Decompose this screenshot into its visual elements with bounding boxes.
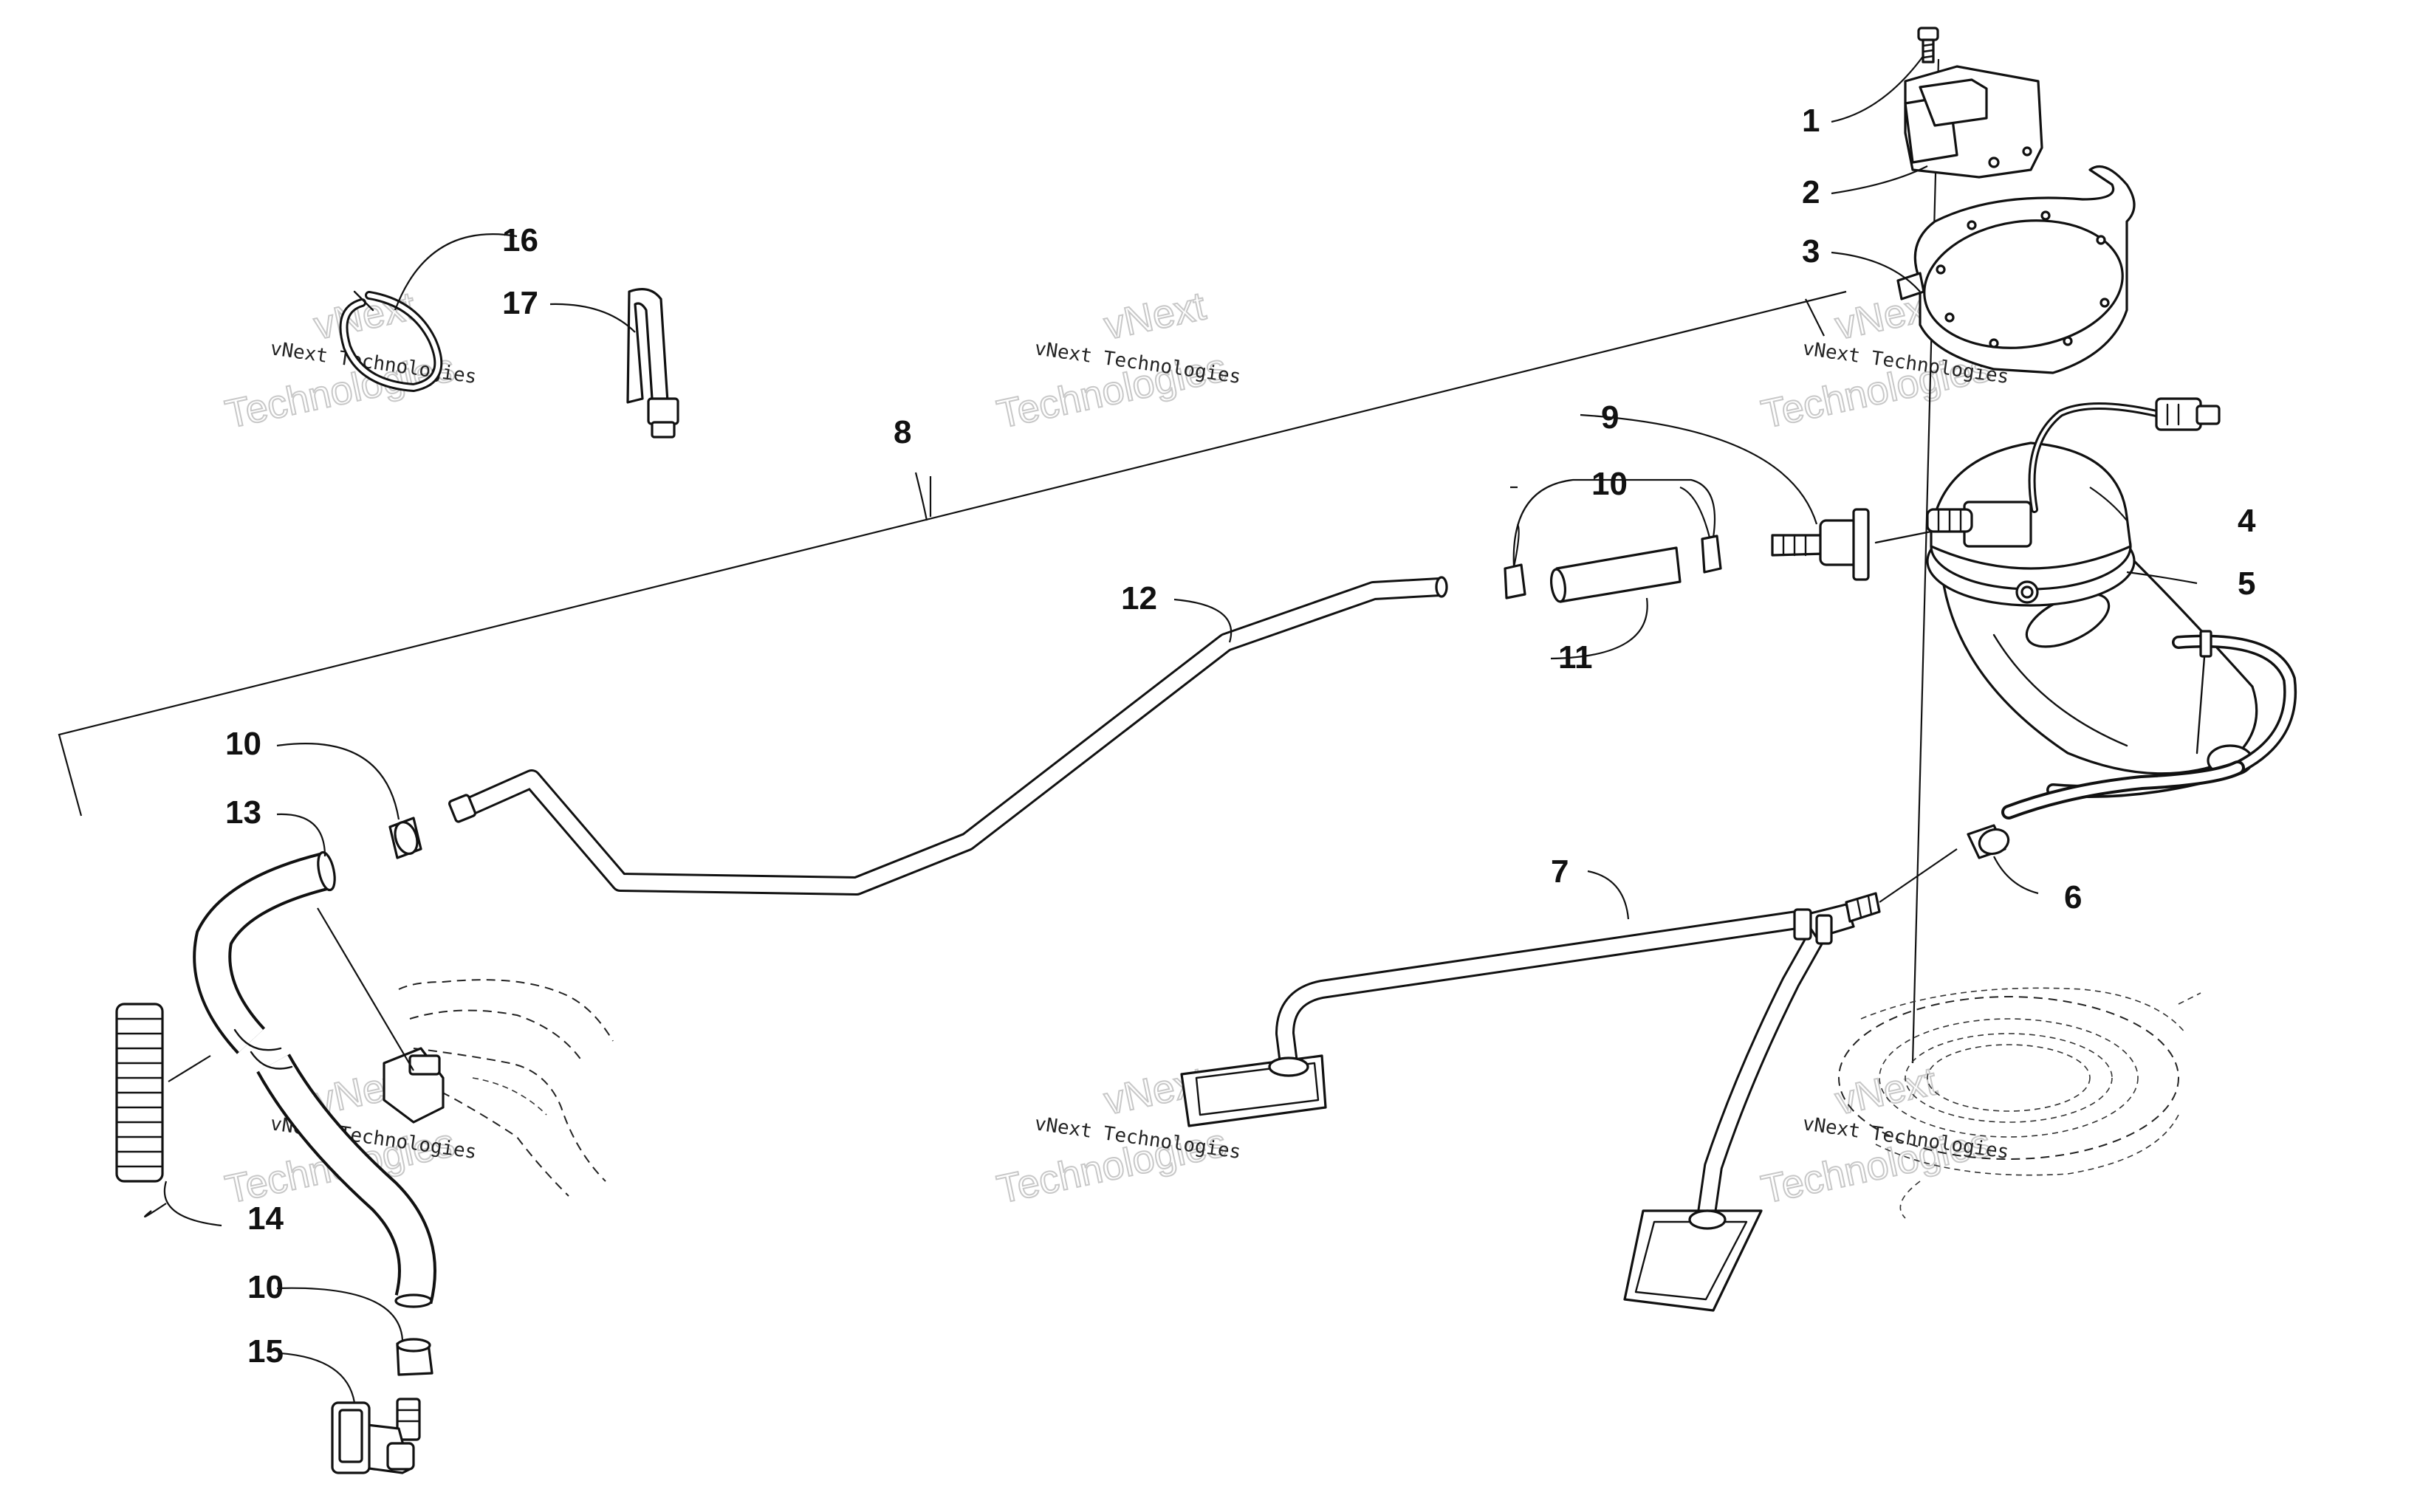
part-4-5-fuel-pump-assembly bbox=[1926, 397, 2297, 798]
leader-part-14 bbox=[163, 1181, 222, 1227]
part-10-clamp-top-right bbox=[1701, 535, 1722, 574]
part-7-vent-line bbox=[1180, 848, 1958, 1312]
dashed-tank-opening bbox=[1838, 987, 2201, 1219]
leader-part-10-top bbox=[1512, 478, 1716, 568]
callout-9: 9 bbox=[1601, 399, 1619, 436]
part-10-clamp-top-left bbox=[1504, 563, 1526, 599]
dashed-engine-context bbox=[317, 907, 614, 1197]
part-3-mounting-plate bbox=[1896, 165, 2136, 374]
callout-3: 3 bbox=[1802, 233, 1820, 269]
callout-15: 15 bbox=[247, 1333, 284, 1370]
part-9-quick-connector bbox=[1771, 508, 1933, 581]
part-11-short-hose bbox=[1549, 546, 1682, 603]
callout-4: 4 bbox=[2238, 503, 2256, 539]
part-6-hose-clamp bbox=[1967, 760, 2245, 859]
callout-12: 12 bbox=[1121, 580, 1157, 616]
callout-11: 11 bbox=[1558, 639, 1593, 676]
callout-8: 8 bbox=[894, 414, 911, 450]
leader-lines bbox=[144, 55, 2198, 1403]
callout-16: 16 bbox=[502, 222, 538, 258]
part-17-cable-clip bbox=[626, 288, 679, 439]
assembly-bracket-tick bbox=[1805, 298, 1825, 337]
part-16-spring-clip bbox=[339, 290, 443, 393]
callout-7: 7 bbox=[1551, 853, 1569, 890]
watermark-word: vNext bbox=[1831, 1059, 1941, 1123]
leader-part-8 bbox=[914, 472, 928, 521]
part-12-fuel-line bbox=[455, 576, 1448, 896]
callout-labels: 1 2 3 4 5 6 7 8 9 10 10 10 11 12 13 14 1… bbox=[225, 103, 2256, 1370]
assembly-bracket-line bbox=[58, 290, 1847, 817]
part-1-screw bbox=[1917, 27, 1939, 63]
callout-10-top: 10 bbox=[1591, 466, 1628, 502]
watermark-bottom-right: vNext Technologies vNext Technologies bbox=[1757, 1058, 2010, 1212]
part-2-sensor-bracket bbox=[1904, 65, 2043, 179]
callout-1: 1 bbox=[1802, 103, 1820, 139]
part-10-clamp-bottom bbox=[396, 1338, 433, 1376]
part-12-end-fitting bbox=[448, 794, 476, 823]
watermark-top-middle: vNext Technologies vNext Technologies bbox=[993, 283, 1242, 437]
callout-5: 5 bbox=[2238, 566, 2255, 602]
callout-14: 14 bbox=[247, 1200, 284, 1237]
part-14-hose-sleeve bbox=[115, 1003, 211, 1183]
callout-17: 17 bbox=[502, 285, 538, 321]
callout-2: 2 bbox=[1802, 174, 1820, 210]
part-10-clamp-left bbox=[388, 817, 422, 859]
callout-6: 6 bbox=[2064, 879, 2082, 915]
callout-10-left: 10 bbox=[225, 726, 261, 762]
part-15-elbow-connector bbox=[331, 1398, 421, 1474]
watermark-word: vNext bbox=[1100, 284, 1210, 348]
part-13-hose bbox=[193, 850, 436, 1308]
callout-10-bottom: 10 bbox=[247, 1269, 284, 1305]
callout-13: 13 bbox=[225, 794, 261, 831]
